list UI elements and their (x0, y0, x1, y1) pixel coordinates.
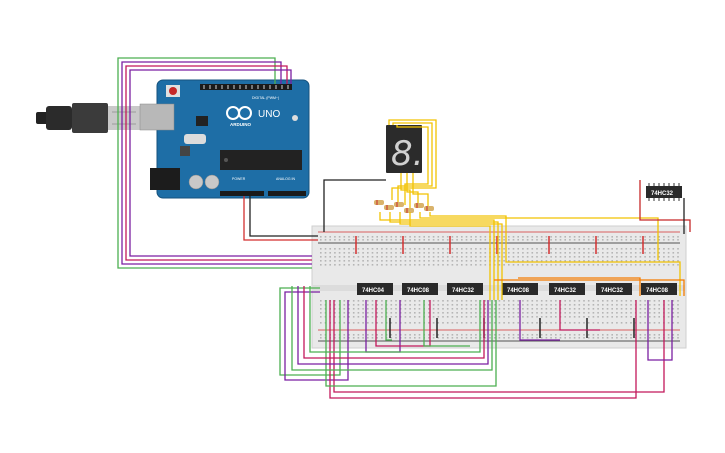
power-header-label: POWER (232, 177, 246, 181)
arduino-uno-board[interactable]: DIGITAL (PWM~) UNO ARDUINO POWER ANALOG … (139, 79, 310, 199)
chip-2-label: 74HC08 (407, 288, 430, 294)
chip-7[interactable]: 74HC08 (641, 283, 677, 295)
analog-header-label: ANALOG IN (276, 177, 296, 181)
chip-3[interactable]: 74HC32 (447, 283, 483, 295)
chip-6[interactable]: 74HC32 (596, 283, 632, 295)
board-model: UNO (258, 109, 280, 120)
chip-7-label: 74HC08 (646, 288, 669, 294)
wires (117, 57, 691, 399)
board-brand: ARDUINO (230, 122, 251, 127)
chip-6-label: 74HC32 (601, 288, 624, 294)
usb-cable (36, 103, 140, 133)
display-digit: 8. (391, 134, 423, 174)
top-chip-label: 74HC32 (651, 191, 674, 197)
chip-4-label: 74HC08 (507, 288, 530, 294)
chip-1-label: 74HC04 (362, 288, 385, 294)
chip-5-label: 74HC32 (554, 288, 577, 294)
infinity-logo-icon (226, 106, 252, 120)
chip-2[interactable]: 74HC08 (402, 283, 438, 295)
chip-1[interactable]: 74HC04 (357, 283, 393, 295)
digital-header-pins[interactable] (203, 85, 289, 89)
display-wires (388, 119, 437, 208)
digital-header-label: DIGITAL (PWM~) (252, 96, 279, 100)
resistor-array[interactable] (374, 200, 434, 213)
chip-4[interactable]: 74HC08 (502, 283, 538, 295)
chips: 74HC04 74HC08 74HC32 74HC08 74HC32 74HC3… (357, 283, 677, 295)
chip-5[interactable]: 74HC32 (549, 283, 585, 295)
power-jumpers (355, 236, 644, 338)
chip-3-label: 74HC32 (452, 288, 475, 294)
top-chip[interactable]: 74HC32 (646, 183, 682, 201)
seven-segment-display[interactable]: 8. (386, 125, 423, 174)
